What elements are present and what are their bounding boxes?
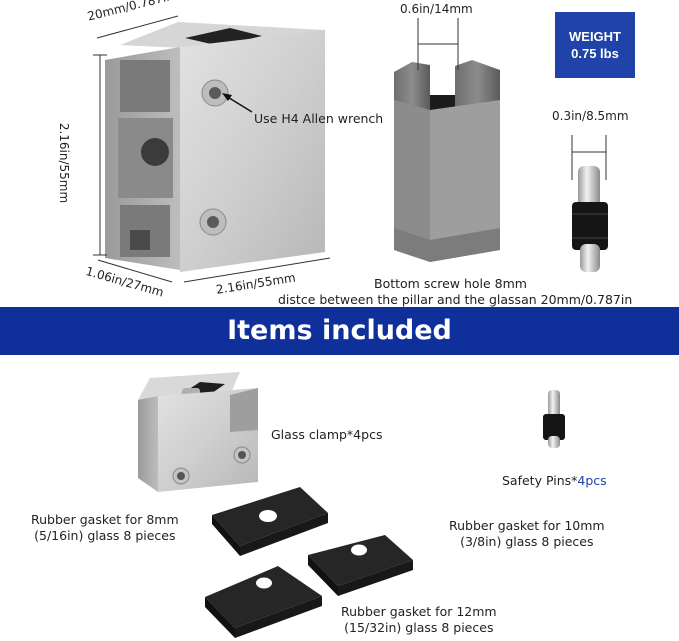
items-included-banner [0, 307, 679, 355]
gasket-10mm [308, 535, 413, 596]
callout-allen-wrench: Use H4 Allen wrench [254, 111, 384, 126]
clamp-dimensioned [105, 22, 325, 272]
safety-pins-qty: 4pcs [577, 473, 607, 488]
weight-badge: WEIGHT 0.75 lbs [555, 12, 635, 78]
gasket-12mm [205, 566, 322, 638]
caption-glass-clamp: Glass clamp*4pcs [271, 427, 383, 442]
clamp-front-view [394, 60, 500, 262]
caption-gasket-8mm: Rubber gasket for 8mm (5/16in) glass 8 p… [31, 512, 179, 545]
included-safety-pin [543, 390, 565, 448]
weight-label: WEIGHT [569, 29, 621, 44]
gasket-10mm-line1: Rubber gasket for 10mm [449, 518, 605, 533]
weight-value: 0.75 lbs [571, 46, 619, 61]
gap-dimension [417, 18, 459, 70]
gasket-8mm [212, 487, 328, 556]
included-glass-clamp [138, 372, 258, 492]
gasket-10mm-line2: (3/8in) glass 8 pieces [460, 534, 594, 550]
dimension-lines [93, 15, 331, 283]
gasket-12mm-line1: Rubber gasket for 12mm [341, 604, 497, 619]
caption-safety-pins: Safety Pins*4pcs [502, 473, 607, 489]
banner-title: Items included [227, 315, 452, 346]
safety-pins-label: Safety Pins* [502, 473, 578, 488]
dim-gap-width: 0.6in/14mm [400, 2, 473, 16]
gasket-8mm-line1: Rubber gasket for 8mm [31, 512, 179, 527]
gasket-12mm-line2: (15/32in) glass 8 pieces [344, 620, 494, 636]
dim-height: 2.16in/55mm [57, 122, 71, 204]
caption-gasket-12mm: Rubber gasket for 12mm (15/32in) glass 8… [341, 604, 497, 637]
callout-pillar-distance: distce between the pillar and the glassa… [278, 292, 633, 307]
dim-pin-diameter: 0.3in/8.5mm [552, 109, 629, 123]
caption-gasket-10mm: Rubber gasket for 10mm (3/8in) glass 8 p… [449, 518, 605, 551]
gasket-8mm-line2: (5/16in) glass 8 pieces [34, 528, 176, 544]
callout-bottom-screw: Bottom screw hole 8mm [374, 276, 527, 291]
safety-pin-dimensioned [571, 135, 608, 272]
